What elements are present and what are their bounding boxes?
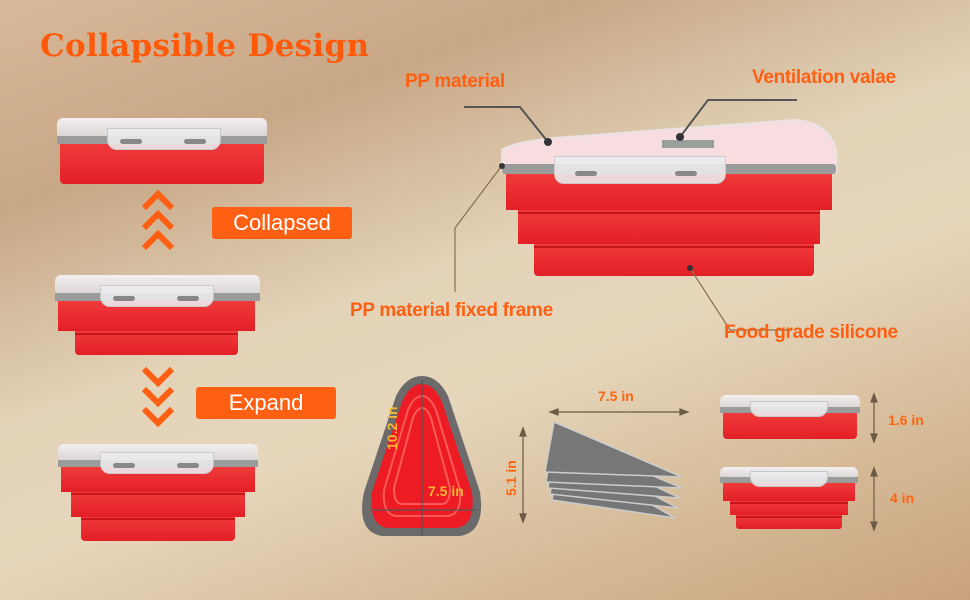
folded-stack-diagram — [519, 408, 690, 524]
vent-window — [662, 140, 714, 148]
size-expanded-container — [720, 467, 858, 533]
size-collapsed-container — [720, 395, 860, 443]
height-arrows — [870, 392, 878, 532]
main-product-container — [494, 118, 842, 280]
container-expanded — [58, 444, 258, 544]
callout-silicone: Food grade silicone — [724, 322, 898, 343]
chevrons-up-icon — [140, 189, 176, 252]
collapsed-badge: Collapsed — [212, 207, 352, 239]
dim-top-width: 7.5 in — [428, 483, 464, 499]
dim-stack-width: 7.5 in — [598, 388, 634, 404]
callout-fixed-frame: PP material fixed frame — [350, 300, 553, 321]
container-collapsed — [57, 118, 267, 184]
chevrons-down-icon — [140, 365, 176, 431]
top-view-diagram — [360, 372, 485, 542]
callout-pp-material: PP material — [405, 71, 505, 92]
dim-expanded-height: 4 in — [890, 490, 915, 506]
page-title: Collapsible Design — [40, 28, 370, 64]
dim-stack-height: 5.1 in — [503, 460, 519, 496]
expand-badge: Expand — [196, 387, 336, 419]
callout-ventilation: Ventilation valae — [752, 67, 896, 88]
dim-collapsed-height: 1.6 in — [888, 412, 924, 428]
dim-top-length: 10.2 in — [384, 406, 400, 450]
container-half-expanded — [55, 275, 260, 355]
